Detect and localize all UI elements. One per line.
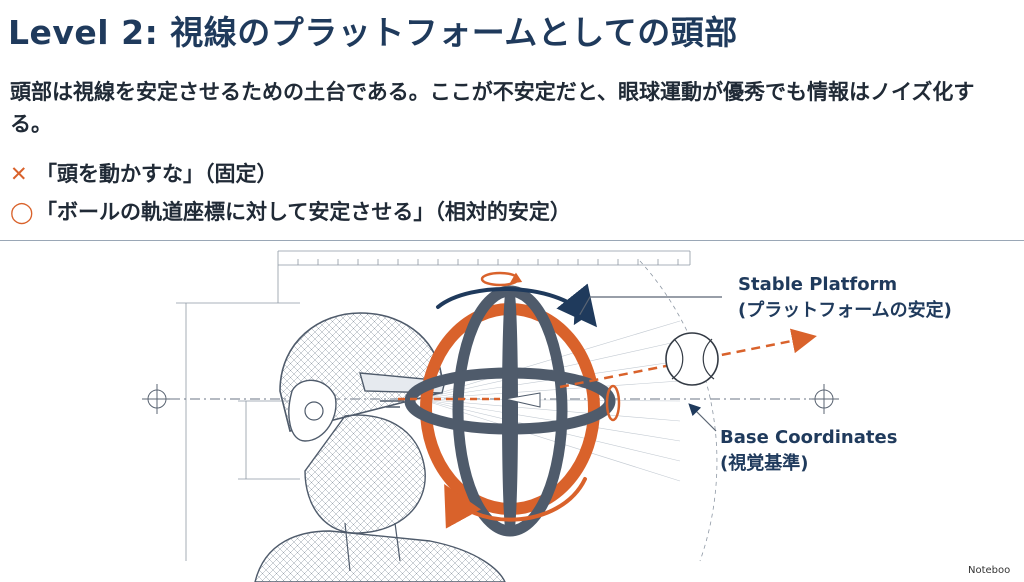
rotation-top-icon [480, 271, 523, 287]
stabilizer-rings [404, 283, 616, 537]
page-title: Level 2: 視線のプラットフォームとしての頭部 [8, 13, 738, 52]
rule-dont: ✕ 「頭を動かすな」（固定） [10, 158, 278, 188]
rule-dont-text: 「頭を動かすな」（固定） [36, 162, 278, 186]
notebook-watermark: Noteboo [968, 565, 1011, 576]
baseball-icon [665, 332, 719, 386]
section-divider [0, 240, 1024, 241]
right-crosshair-icon [809, 384, 839, 414]
stable-platform-sublabel: (プラットフォームの安定) [738, 300, 952, 321]
base-coordinates-label: Base Coordinates [720, 427, 898, 448]
left-crosshair-icon [142, 384, 172, 414]
construction-ruler [277, 250, 691, 303]
circle-icon: ◯ [10, 200, 34, 224]
dimension-lines [176, 260, 718, 562]
rotation-side-icon [605, 384, 621, 422]
base-coordinates-sublabel: (視覚基準) [720, 453, 809, 474]
base-coordinates-callout: Base Coordinates (視覚基準) [720, 425, 897, 477]
description-text: 頭部は視線を安定させるための土台である。ここが不安定だと、眼球運動が優秀でも情報… [10, 80, 975, 136]
rule-do-text: 「ボールの軌道座標に対して安定させる」（相対的安定） [36, 200, 571, 224]
rule-do: ◯「ボールの軌道座標に対して安定させる」（相対的安定） [10, 196, 571, 226]
stable-platform-label: Stable Platform [738, 274, 898, 295]
head-stabilization-illustration [142, 250, 839, 582]
stable-platform-callout: Stable Platform (プラットフォームの安定) [738, 272, 952, 324]
player-head-illustration [254, 312, 506, 582]
cross-icon: ✕ [10, 162, 28, 186]
